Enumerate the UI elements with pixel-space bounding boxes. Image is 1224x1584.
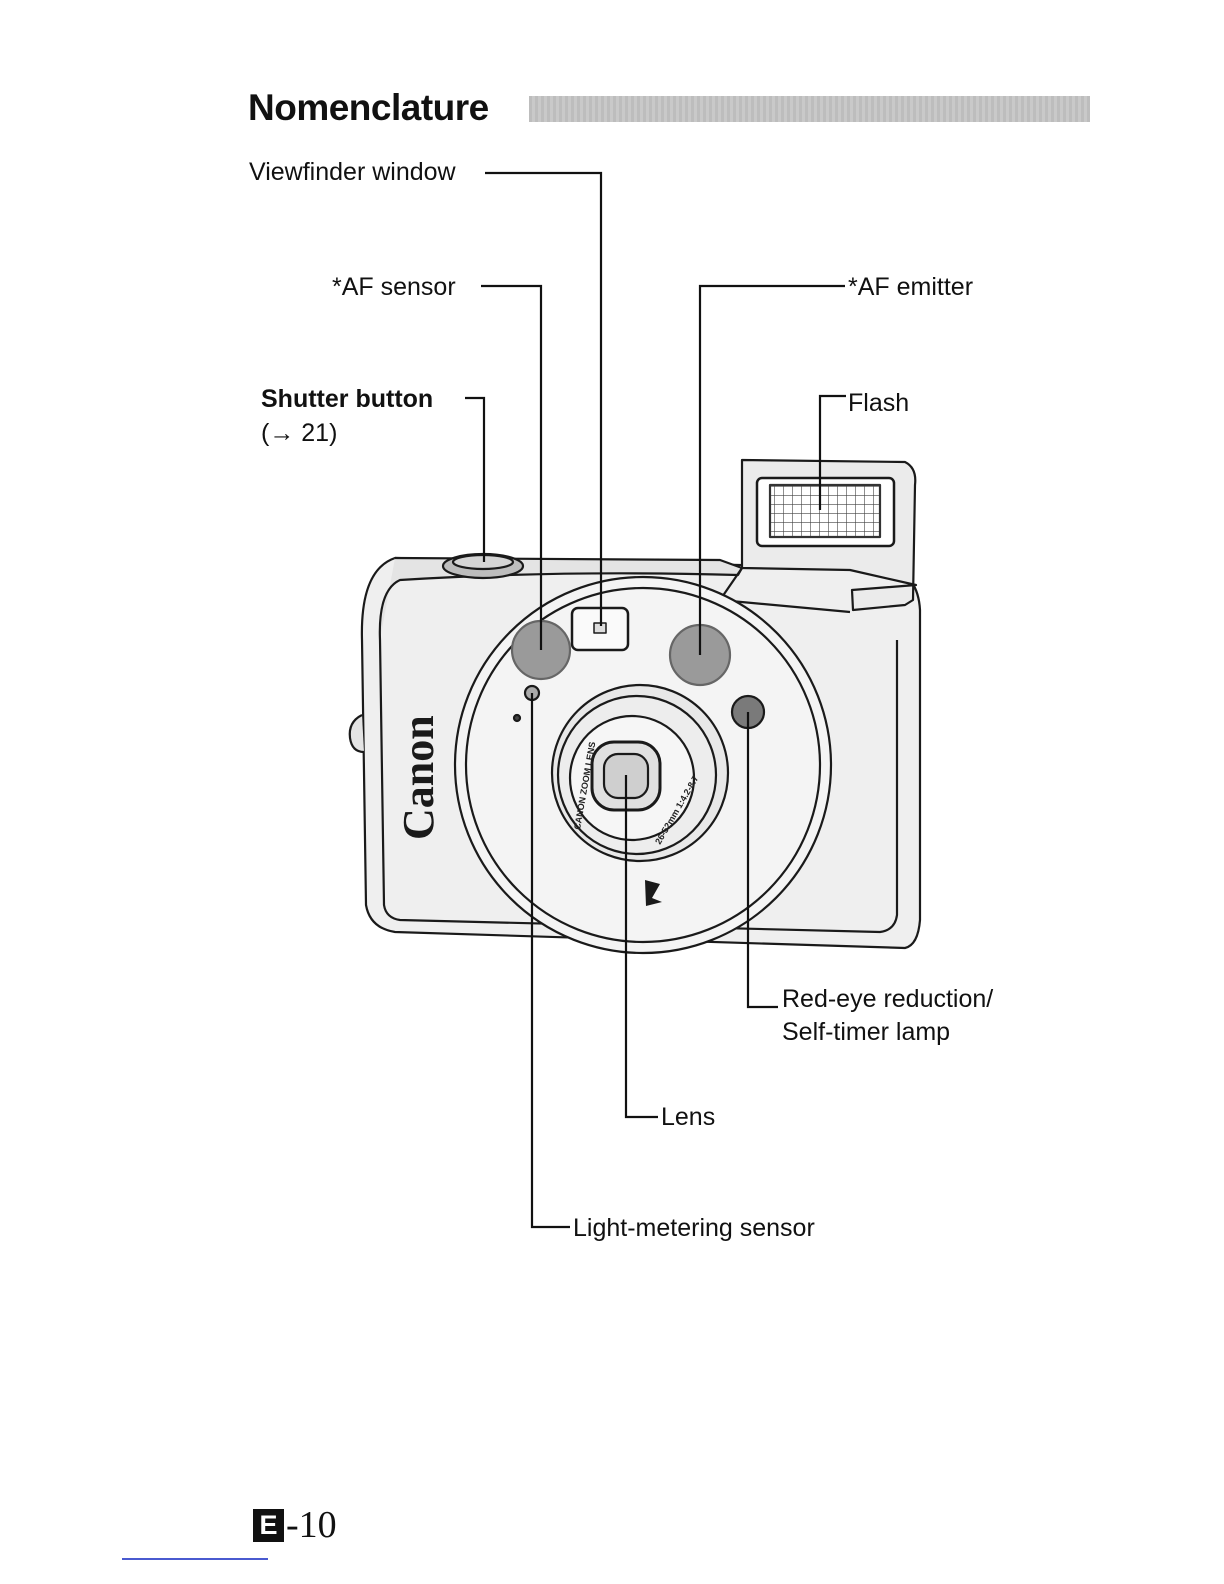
leader-shutter [465,398,484,562]
label-af-sensor: *AF sensor [332,271,456,303]
label-flash: Flash [848,387,909,419]
label-shutter-button: Shutter button [261,383,433,415]
label-lens: Lens [661,1101,715,1133]
label-light-metering-sensor: Light-metering sensor [573,1212,815,1244]
label-shutter-page-ref: (→ 21) [261,417,337,449]
label-red-eye-reduction: Red-eye reduction/ [782,983,993,1015]
page-footer: E -10 [253,1503,337,1547]
section-badge: E [253,1509,284,1542]
bottom-rule [122,1558,268,1560]
camera-brand-logo: Canon [394,715,443,840]
label-self-timer-lamp: Self-timer lamp [782,1016,950,1048]
page-number: -10 [286,1503,337,1547]
label-viewfinder-window: Viewfinder window [249,156,456,188]
label-af-emitter: *AF emitter [848,271,973,303]
